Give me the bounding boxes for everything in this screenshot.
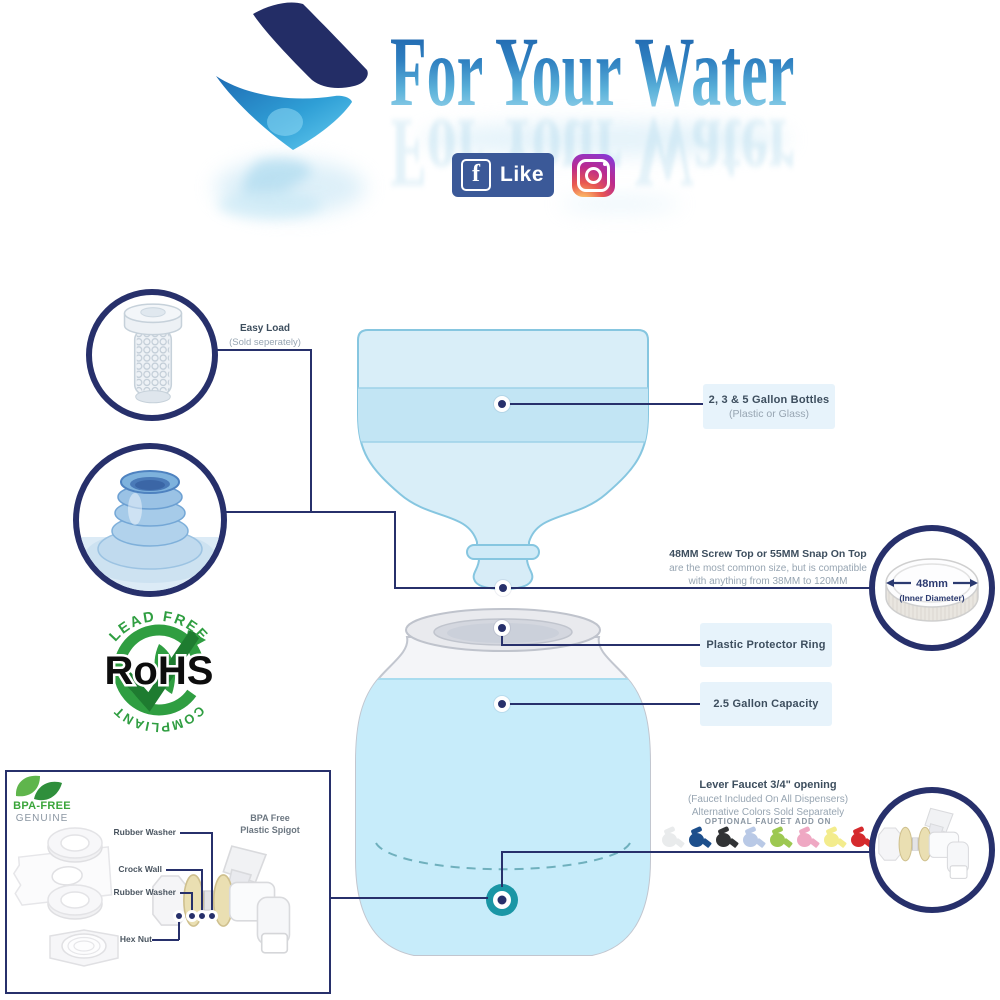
svg-text:RoHS: RoHS <box>105 649 214 693</box>
bpa-leaves-icon <box>15 775 62 801</box>
bpa-spigot-title: BPA Free Plastic Spigot <box>228 812 312 836</box>
callout-dot-bottle-neck <box>495 580 511 596</box>
easy-load-title: Easy Load <box>239 323 291 334</box>
cap-48mm-image: 48mm (Inner Diameter) <box>885 558 979 622</box>
faucet-line2: (Faucet Included On All Dispensers) <box>687 793 849 805</box>
faucet-color-green[interactable] <box>768 825 793 850</box>
rubber-washer-bottom <box>47 884 103 920</box>
connector-line <box>501 851 871 853</box>
spigot-assembly <box>152 845 291 954</box>
bottles-subtitle: (Plastic or Glass) <box>729 407 809 420</box>
optional-faucet-header: OPTIONAL FAUCET ADD ON <box>704 817 832 826</box>
crock-illustration <box>355 608 651 956</box>
facebook-like-label: Like <box>500 163 545 186</box>
connector-line <box>501 629 503 646</box>
part-label-hex-nut: Hex Nut <box>119 934 152 944</box>
connector-line <box>506 703 700 705</box>
water-smudge <box>560 196 680 212</box>
part-label-rubber-washer-2: Rubber Washer <box>113 887 176 897</box>
part-line <box>178 917 180 940</box>
faucet-color-pink[interactable] <box>795 825 820 850</box>
callout-dot-protector-ring <box>494 620 510 636</box>
protector-ring-text: Plastic Protector Ring <box>706 639 826 651</box>
connector-line <box>394 587 870 589</box>
part-label-rubber-washer-1: Rubber Washer <box>113 827 176 837</box>
rohs-lead-free-badge: LEAD FREE COMPLIANT RoHS <box>102 609 216 735</box>
part-line <box>191 892 193 916</box>
part-line <box>180 892 192 894</box>
facebook-icon: f <box>461 159 491 191</box>
part-line <box>180 832 213 834</box>
easy-load-device <box>123 303 183 404</box>
callout-dot-capacity <box>494 696 510 712</box>
part-dot-hex-nut <box>173 910 185 922</box>
svg-text:48mm: 48mm <box>916 578 948 590</box>
instagram-camera-frame <box>577 159 610 192</box>
brand-logo-swoosh <box>216 2 368 219</box>
bpa-spigot-title-line1: BPA Free <box>250 813 290 823</box>
bottles-title: 2, 3 & 5 Gallon Bottles <box>708 393 830 406</box>
bottle-neck-circle <box>73 443 227 597</box>
lever-faucet-note: Lever Faucet 3/4" opening (Faucet Includ… <box>650 779 886 820</box>
faucet-line1: Lever Faucet 3/4" opening <box>699 779 837 791</box>
connector-line <box>506 403 703 405</box>
connector-line <box>215 349 312 351</box>
screw-top-line2: are the most common size, but is compati… <box>669 562 867 574</box>
faucet-color-white[interactable] <box>660 825 685 850</box>
instagram-icon[interactable] <box>572 154 615 197</box>
water-smudge <box>420 122 790 156</box>
connector-line <box>501 851 503 887</box>
cap-48mm-circle: 48mm (Inner Diameter) <box>869 525 995 651</box>
capacity-text: 2.5 Gallon Capacity <box>713 698 819 710</box>
part-dot-rubber-washer-1 <box>206 910 218 922</box>
faucet-color-navy-blue[interactable] <box>687 825 712 850</box>
faucet-color-black[interactable] <box>714 825 739 850</box>
connector-line <box>222 511 396 513</box>
connector-line <box>310 349 312 513</box>
easy-load-subtitle: (Sold seperately) <box>229 336 301 348</box>
protector-ring-label: Plastic Protector Ring <box>700 623 832 667</box>
bottle-neck-image <box>79 470 221 591</box>
instagram-camera-flash <box>603 162 607 166</box>
easy-load-circle <box>86 289 218 421</box>
faucet-color-red[interactable] <box>849 825 874 850</box>
part-line <box>152 939 179 941</box>
connector-line <box>394 511 396 589</box>
facebook-like-button[interactable]: f Like <box>452 153 554 197</box>
bottles-label: 2, 3 & 5 Gallon Bottles (Plastic or Glas… <box>703 384 835 429</box>
screw-top-line1: 48MM Screw Top or 55MM Snap On Top <box>669 548 867 560</box>
screw-top-line3: with anything from 38MM to 120MM <box>688 576 848 587</box>
bpa-spigot-title-line2: Plastic Spigot <box>240 825 300 835</box>
hex-nut <box>49 929 119 967</box>
connector-line <box>501 644 700 646</box>
bottle-illustration <box>357 329 649 591</box>
brand-title: For Your Water <box>390 22 810 122</box>
callout-dot-bottle <box>494 396 510 412</box>
easy-load-label: Easy Load (Sold seperately) <box>204 322 326 349</box>
part-line <box>201 869 203 916</box>
faucet-hole <box>486 884 518 916</box>
part-line <box>166 869 202 871</box>
faucet-line3: Alternative Colors Sold Separately <box>691 807 845 818</box>
rubber-washer-top <box>47 827 103 863</box>
lever-faucet-image <box>878 807 969 879</box>
connector-line <box>330 897 488 899</box>
part-label-crock-wall: Crock Wall <box>118 864 162 874</box>
faucet-color-yellow[interactable] <box>822 825 847 850</box>
svg-text:(Inner Diameter): (Inner Diameter) <box>899 593 964 603</box>
part-line <box>211 832 213 916</box>
faucet-color-light-blue[interactable] <box>741 825 766 850</box>
bpa-genuine-subtitle: GENUINE <box>15 813 69 824</box>
spigot-parts-stack <box>12 827 119 967</box>
faucet-color-options <box>660 825 874 850</box>
bpa-free-title: BPA-FREE <box>13 800 71 812</box>
capacity-label: 2.5 Gallon Capacity <box>700 682 832 726</box>
screw-top-note: 48MM Screw Top or 55MM Snap On Top are t… <box>648 548 888 589</box>
lever-faucet-circle <box>869 787 995 913</box>
instagram-camera-lens <box>585 167 602 184</box>
